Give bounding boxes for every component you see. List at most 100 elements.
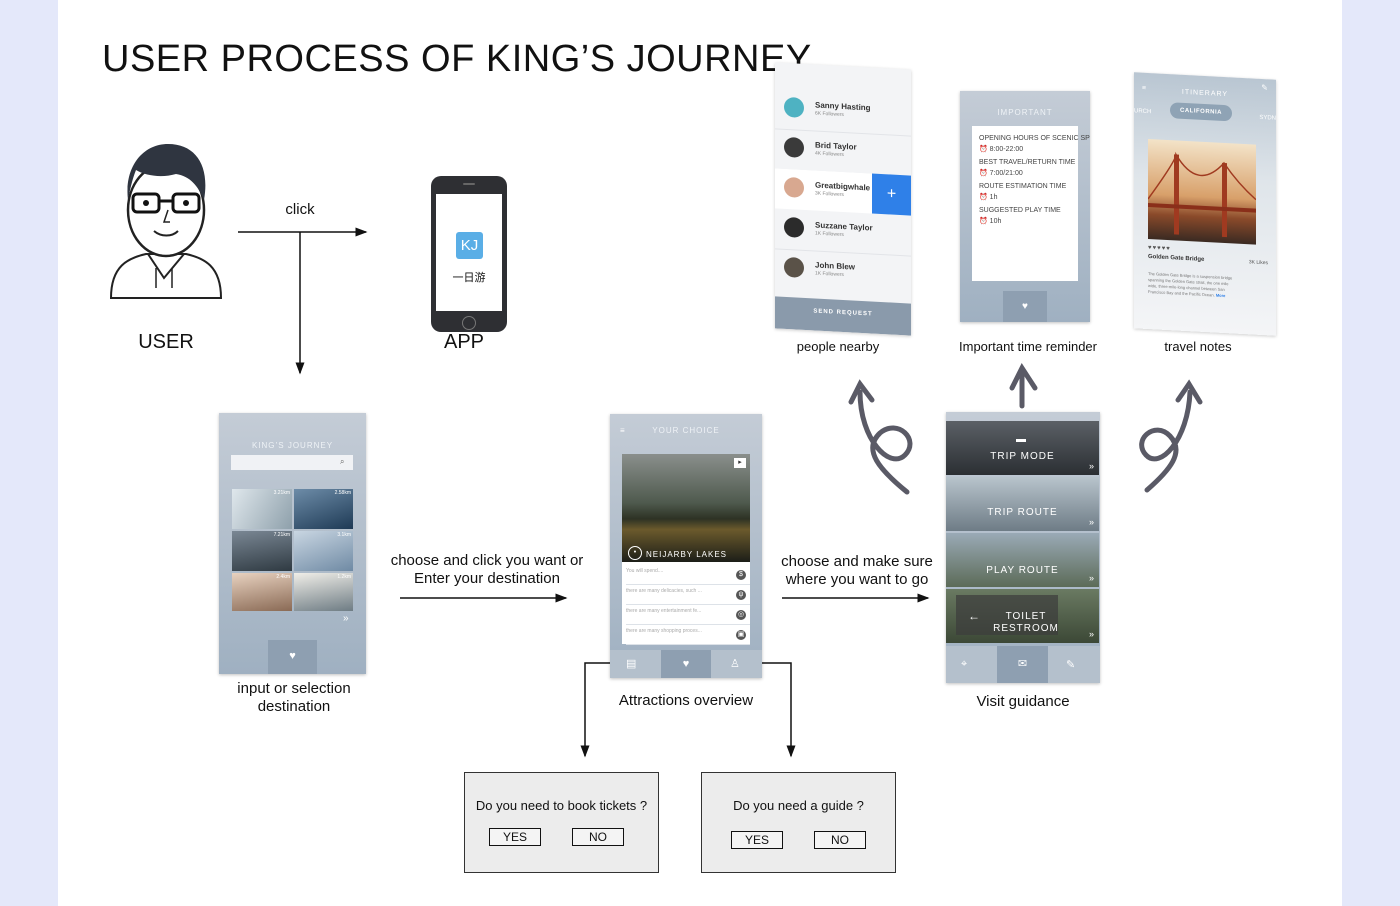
destination-thumb-3[interactable]: 7.21km (232, 531, 292, 571)
phone-screen: KJ 一日游 (436, 194, 502, 311)
photo-caption: NEIJARBY LAKES (646, 550, 727, 559)
choose-click-label: choose and click you want or Enter your … (382, 552, 592, 588)
label-line: destination (257, 698, 331, 715)
person-row-selected[interactable]: Greatbigwhale 3K Followers + (775, 168, 911, 216)
location-tab-icon[interactable]: ⌖ (961, 658, 968, 670)
label-line: where you want to go (785, 571, 929, 588)
heart-icon[interactable]: ♥ (1003, 291, 1047, 322)
heart-icon: ♥ (289, 650, 296, 662)
edit-icon[interactable]: ✎ (1261, 82, 1268, 93)
restroom-row[interactable]: ← TOILET RESTROOM » (946, 589, 1099, 643)
choose-make-sure-label: choose and make sure where you want to g… (770, 553, 944, 589)
label-line: choose and make sure (781, 553, 933, 570)
choice-screen: ≡ YOUR CHOICE ▸ • NEIJARBY LAKES You wil… (610, 414, 762, 678)
info-value-row: ⏰ 7:00/21:00 (979, 169, 1078, 177)
user-label: USER (138, 331, 194, 353)
important-title: IMPORTANT (997, 108, 1053, 117)
person-followers: 1K Followers (815, 270, 844, 279)
clock-icon: ⏰ (979, 218, 988, 225)
chevron-icon: » (1088, 517, 1095, 527)
dialog-question: Do you need a guide ? (733, 798, 864, 813)
add-friend-button[interactable]: + (872, 173, 911, 216)
chevron-icon: » (1088, 461, 1095, 471)
favorite-tab[interactable]: ♥ (268, 640, 317, 674)
map-tab-icon[interactable]: ✉ (997, 646, 1048, 683)
pin-icon: • (628, 546, 642, 560)
destination-thumb-6[interactable]: 1.2km (294, 573, 353, 611)
label-line: input or selection (237, 680, 351, 697)
home-button[interactable] (462, 316, 476, 330)
place-name: Golden Gate Bridge (1148, 254, 1205, 263)
trip-route-row[interactable]: TRIP ROUTE » (946, 477, 1099, 531)
guide-tab-icon[interactable]: ♙ (730, 658, 740, 670)
bag-icon: ▣ (736, 630, 746, 640)
pencil-tab-icon[interactable]: ✎ (1066, 659, 1076, 671)
heart-tab-icon[interactable]: ♥ (661, 650, 711, 678)
avatar (784, 136, 804, 158)
destination-thumb-2[interactable]: 2.58km (294, 489, 353, 529)
label-line: choose and click you want or (390, 552, 584, 569)
tab-prev[interactable]: URCH (1134, 108, 1152, 116)
attraction-card[interactable]: ▸ • NEIJARBY LAKES You will spend....$ t… (622, 454, 750, 645)
rating-hearts-icon: ♥♥♥♥♥ (1148, 245, 1171, 253)
info-row[interactable]: there are many delicacies, such ...ψ (626, 588, 750, 605)
dialog-question: Do you need to book tickets ? (475, 798, 648, 813)
info-text: You will spend.... (626, 568, 664, 574)
distance-label: 3.21km (273, 490, 290, 496)
bridge-photo (1147, 139, 1257, 245)
info-value: 10h (989, 218, 1002, 225)
avatar (784, 216, 804, 238)
info-text: there are many shopping proces... (626, 628, 702, 634)
play-icon[interactable]: ▸ (734, 458, 746, 468)
person-followers: 3K Followers (815, 190, 844, 199)
ticket-tab-icon[interactable]: ▤ (626, 658, 637, 670)
play-route-row[interactable]: PLAY ROUTE » (946, 533, 1099, 587)
time-reminder-label: Important time reminder (959, 339, 1097, 354)
info-row[interactable]: there are many entertainment fe...◎ (626, 608, 750, 625)
choice-screen-title: YOUR CHOICE (652, 426, 720, 435)
tab-next[interactable]: SYDN (1259, 114, 1276, 122)
info-row[interactable]: You will spend....$ (626, 568, 750, 585)
car-icon: ▬ (1016, 434, 1027, 445)
tab-active[interactable]: CALIFORNIA (1170, 102, 1232, 122)
important-screen: IMPORTANT OPENING HOURS OF SCENIC SPOTS … (960, 91, 1090, 322)
avatar (784, 96, 804, 118)
book-tickets-dialog: Do you need to book tickets ? YES NO (464, 772, 659, 873)
row-label: TOILET RESTROOM (993, 611, 1059, 634)
avatar (784, 176, 804, 198)
person-followers: 1K Followers (815, 230, 844, 239)
destination-thumb-1[interactable]: 3.21km (232, 489, 292, 529)
person-followers: 4K Followers (815, 150, 844, 159)
next-chevron-icon[interactable]: » (343, 613, 349, 624)
destination-search-input[interactable]: ⌕ (231, 455, 353, 470)
no-button[interactable]: NO (814, 831, 866, 849)
app-name: 一日游 (452, 272, 486, 284)
chevron-icon: » (1088, 629, 1095, 639)
menu-icon[interactable]: ≡ (620, 426, 625, 435)
clock-icon: ⏰ (979, 170, 988, 177)
user-avatar-icon (109, 144, 223, 299)
yes-button[interactable]: YES (489, 828, 541, 846)
yes-button[interactable]: YES (731, 831, 783, 849)
info-label: OPENING HOURS OF SCENIC SPOTS (979, 135, 1090, 142)
app-icon[interactable]: KJ (456, 232, 483, 259)
destination-thumb-4[interactable]: 3.1km (294, 531, 353, 571)
info-value: 1h (989, 194, 998, 201)
trip-mode-row[interactable]: ▬ TRIP MODE » (946, 421, 1099, 475)
bottom-tabbar: ▤ ♥ ♙ (610, 650, 762, 678)
info-value: 7:00/21:00 (989, 170, 1023, 177)
person-row[interactable]: John Blew 1K Followers (775, 248, 911, 295)
info-label: BEST TRAVEL/RETURN TIME (979, 159, 1076, 166)
search-icon: ⌕ (340, 457, 345, 466)
visit-guidance-label: Visit guidance (976, 693, 1070, 710)
destination-thumb-5[interactable]: 2.4km (232, 573, 292, 611)
more-link[interactable]: More (1215, 292, 1226, 299)
distance-label: 2.4km (276, 574, 290, 580)
travel-notes-label: travel notes (1164, 339, 1232, 354)
itinerary-screen: ≡ ITINERARY ✎ URCH CALIFORNIA SYDN ♥♥♥♥♥… (1134, 72, 1276, 336)
gamepad-icon: ◎ (736, 610, 746, 620)
destination-screen: KING’S JOURNEY ⌕ 3.21km 2.58km 7.21km 3.… (219, 413, 366, 674)
back-arrow-icon[interactable]: ← (968, 609, 981, 623)
info-row[interactable]: there are many shopping proces... ▣ (626, 628, 750, 645)
no-button[interactable]: NO (572, 828, 624, 846)
